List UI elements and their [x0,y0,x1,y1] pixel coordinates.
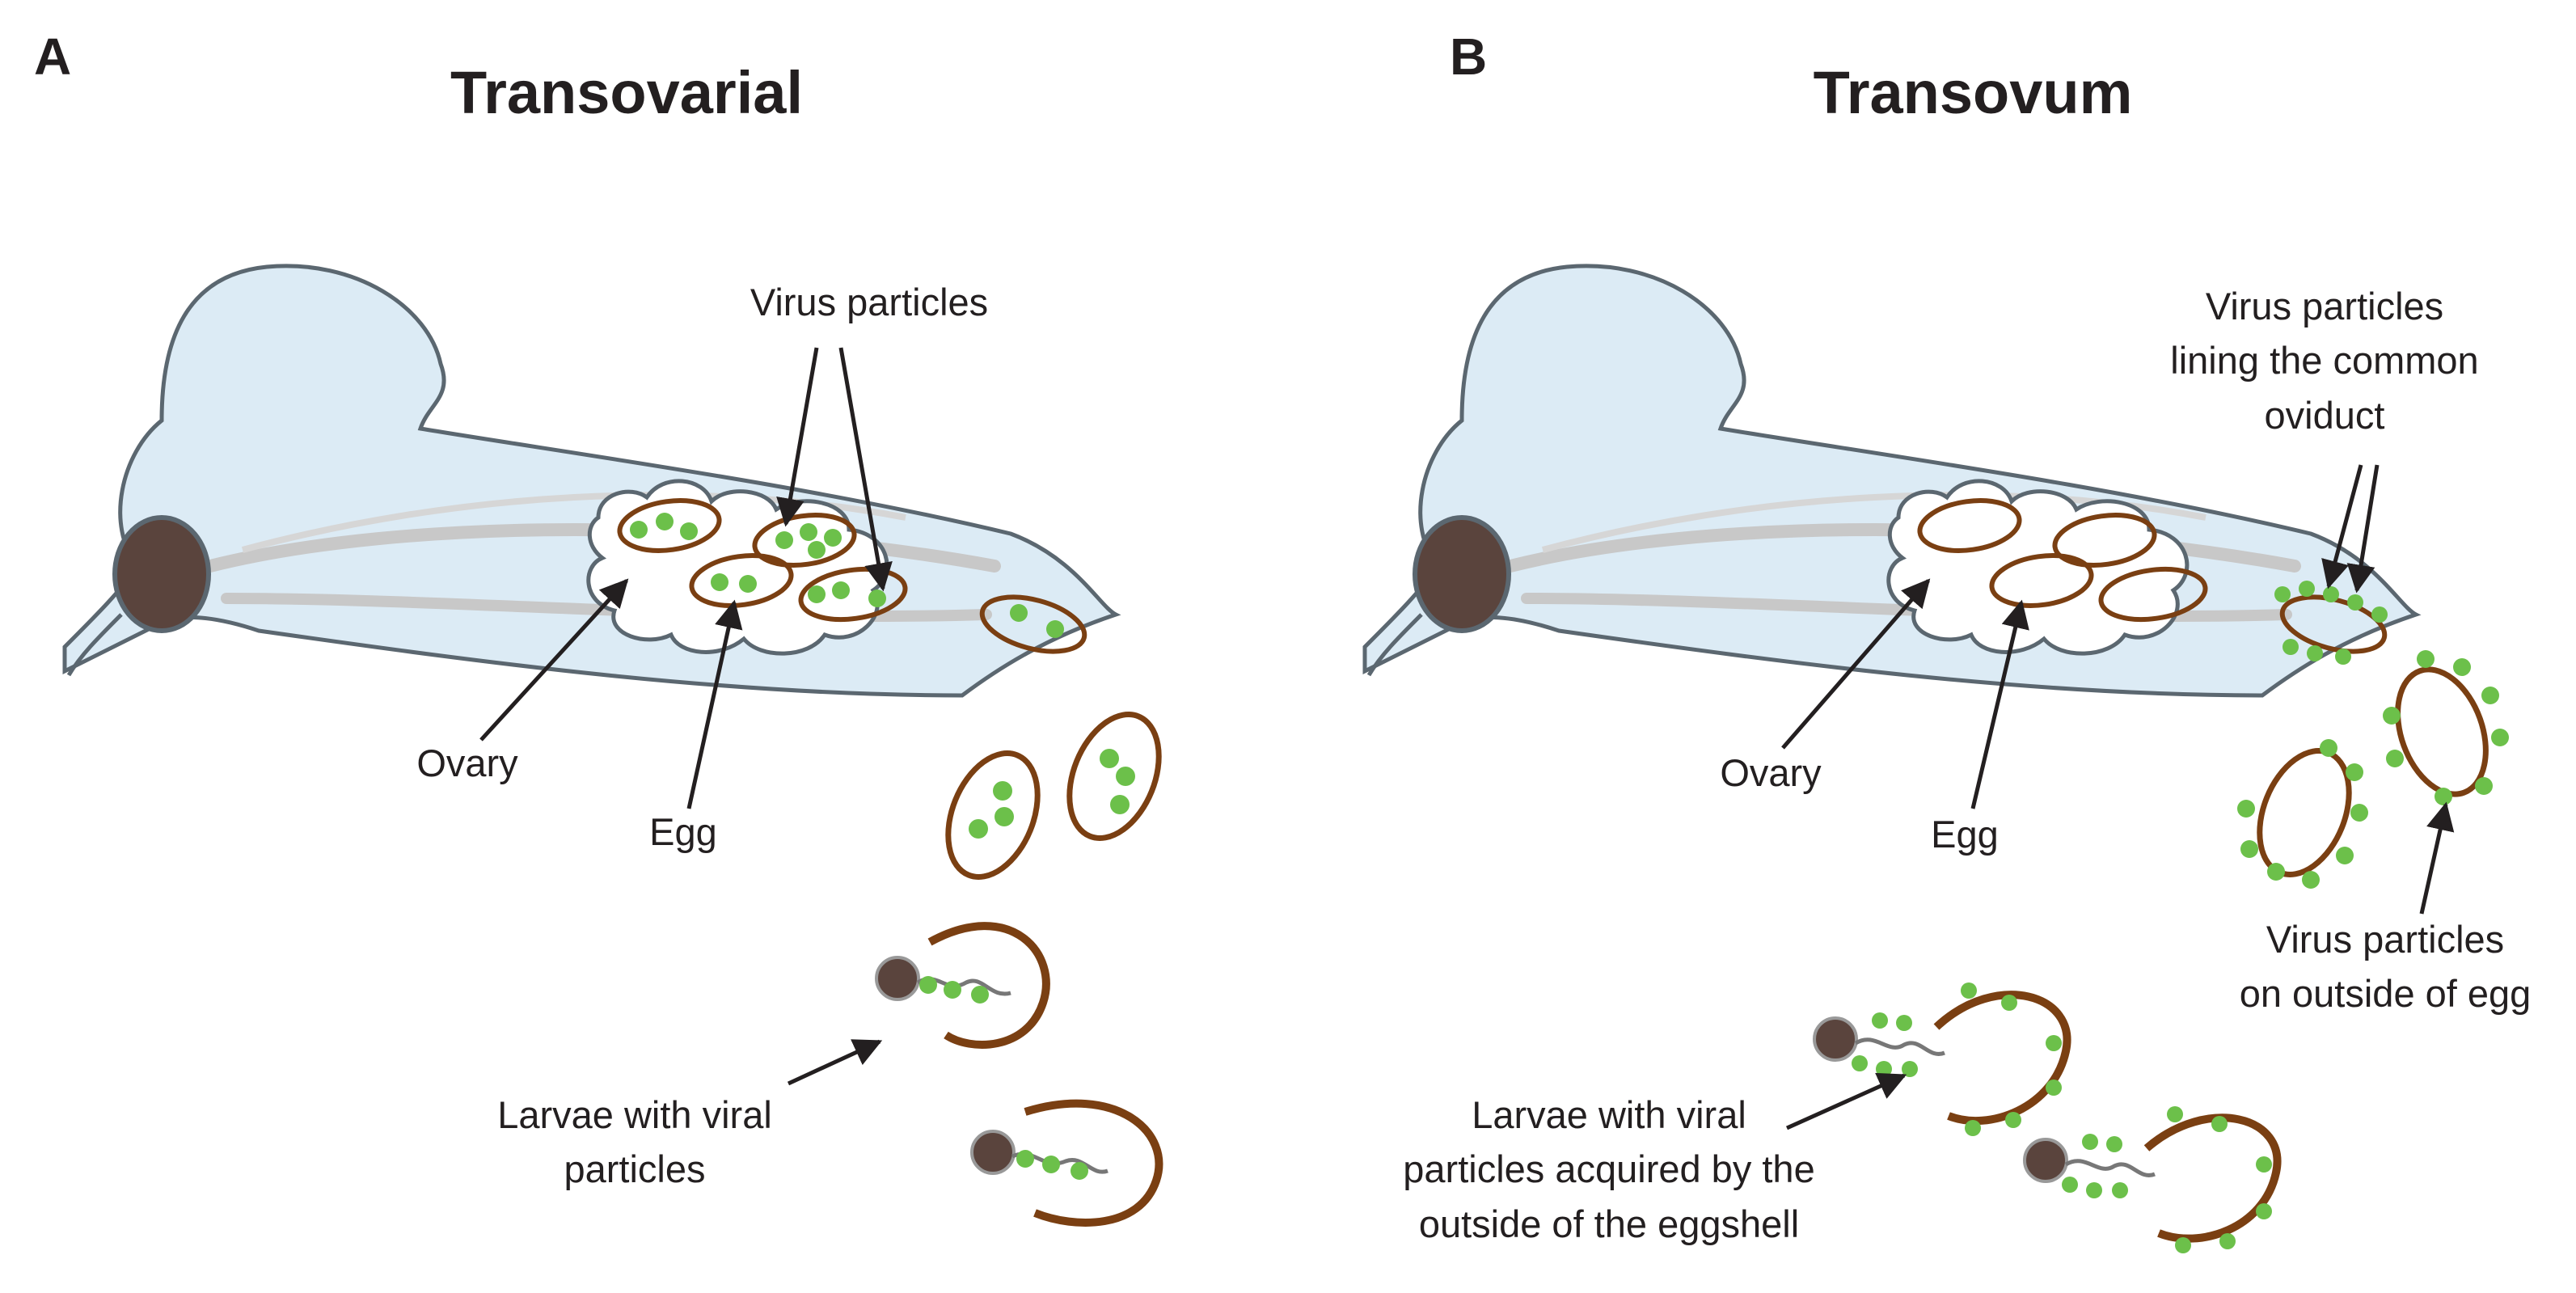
label-larvae-a-line1: Larvae with viral [497,1093,772,1136]
panel-a-letter: A [34,27,71,86]
label-outside-b-line1: Virus particles [2266,918,2504,961]
virus-particles-b-egg-outside [2237,650,2509,889]
egg [689,553,794,608]
arrows-b [1781,464,2455,1130]
panel-b-letter: B [1450,27,1487,86]
label-outside-b-line2: on outside of egg [2240,972,2532,1015]
label-virus-particles-a: Virus particles [750,281,988,323]
label-larvae-a-line2: particles [564,1147,705,1190]
label-lining-b-line2: lining the common [2170,339,2478,382]
label-lining-b-line1: Virus particles [2206,285,2443,327]
larva-a-2 [970,1099,1163,1227]
panel-a-title: Transovarial [450,59,803,126]
larva-b-1 [1813,982,2071,1136]
label-egg-a: Egg [649,810,717,853]
released-eggs-b [2257,666,2489,878]
egg [798,566,908,623]
panel-a: A Transovarial [34,27,1163,1227]
label-egg-b: Egg [1931,813,1999,856]
panel-b-title: Transovum [1814,59,2133,126]
label-larvae-b-line2: particles acquired by the [1403,1147,1814,1190]
label-larvae-b-line1: Larvae with viral [1472,1093,1746,1136]
label-ovary-a: Ovary [416,742,518,784]
label-ovary-b: Ovary [1720,751,1822,794]
egg [979,594,1087,654]
virus-particles-a-inside [630,513,1064,638]
ovary-eggs-b [1917,498,2388,654]
virus-particles-b-lining [2274,581,2388,665]
egg [617,498,722,553]
label-larvae-b-line3: outside of the eggshell [1419,1202,1799,1245]
label-lining-b-line3: oviduct [2265,394,2385,437]
released-eggs-a [945,711,1162,881]
panel-b: B Transovum [1365,27,2531,1253]
larva-a-1 [875,922,1050,1049]
virus-particles-a-eggs [969,749,1135,839]
larva-b-2 [2023,1106,2282,1253]
arrows-a [479,347,893,1086]
